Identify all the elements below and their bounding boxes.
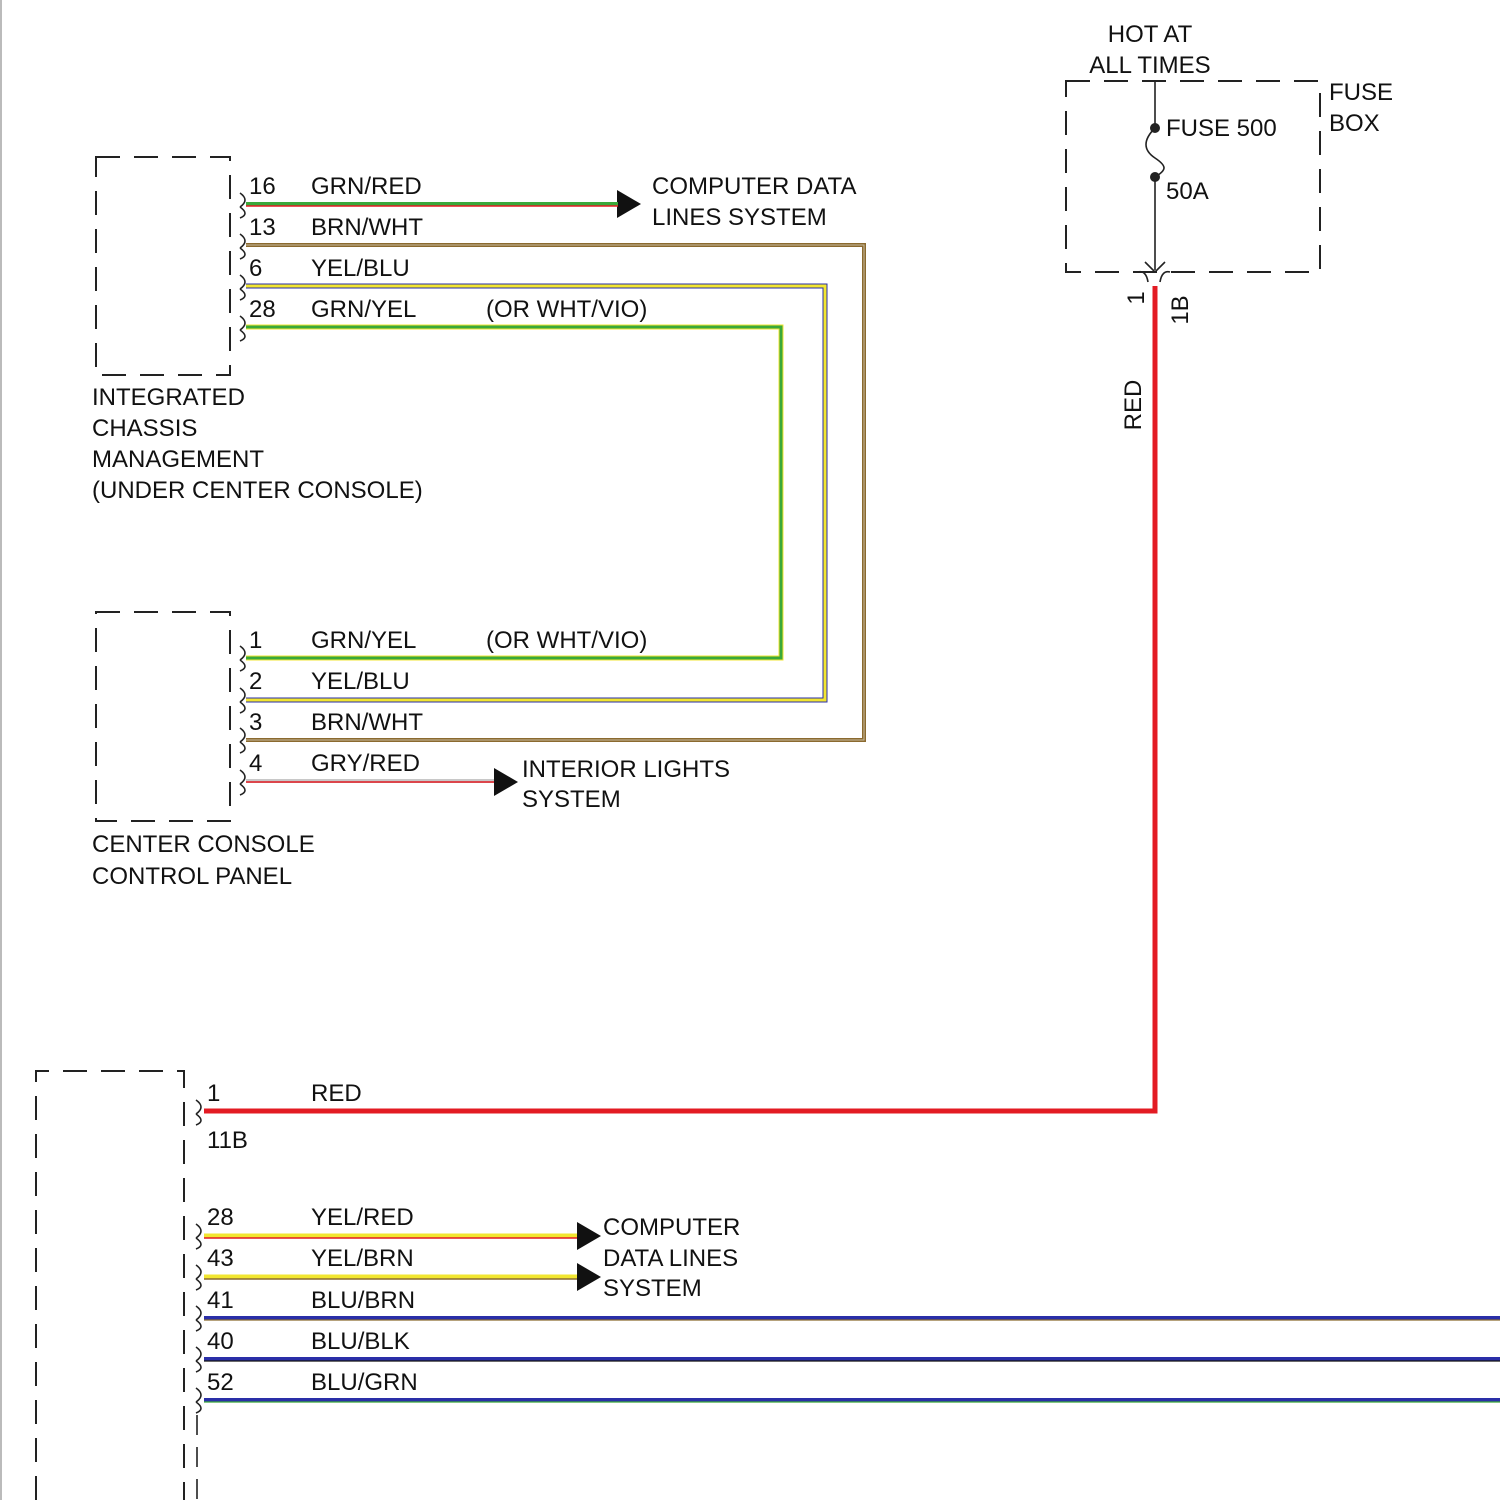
lower-pin-41-connector — [196, 1306, 201, 1331]
icm-pin-16-number: 16 — [249, 173, 276, 200]
icm-dest-label-line1: COMPUTER DATA — [652, 173, 856, 200]
connector-1b-symbol — [1138, 272, 1170, 282]
lower-pin-43-connector — [196, 1265, 201, 1290]
fuse-symbol — [1146, 128, 1164, 177]
icm-label-line3: MANAGEMENT — [92, 446, 264, 473]
red-wire-label: RED — [1120, 380, 1147, 431]
icm-label-line1: INTEGRATED — [92, 384, 245, 411]
fuse-box-label-line1: FUSE — [1329, 79, 1393, 106]
icm-pin-28-color: GRN/YEL — [311, 296, 416, 323]
console-dest-label-line2: SYSTEM — [522, 786, 621, 813]
icm-wires — [246, 204, 864, 740]
hot-at-label-line1: HOT AT — [1108, 21, 1193, 48]
console-pin-1-connector — [240, 646, 245, 671]
console-outline — [96, 612, 230, 821]
lower-pin-28-number: 28 — [207, 1204, 234, 1231]
console-pin-2-connector — [240, 688, 245, 713]
console-pin-1-color: GRN/YEL — [311, 627, 416, 654]
lower-dest-label-line2: DATA LINES — [603, 1245, 738, 1272]
lower-pin-40-color: BLU/BLK — [311, 1328, 410, 1355]
icm-pin-28-note: (OR WHT/VIO) — [486, 296, 647, 323]
icm-label-line4: (UNDER CENTER CONSOLE) — [92, 477, 423, 504]
console-pin-4-color: GRY/RED — [311, 750, 420, 777]
lower-dest-arrow-1 — [577, 1222, 601, 1250]
lower-pin-28-connector — [196, 1224, 201, 1249]
lower-pin-40-number: 40 — [207, 1328, 234, 1355]
lower-pin-28-color: YEL/RED — [311, 1204, 414, 1231]
console-pin-4-number: 4 — [249, 750, 262, 777]
console-dest-arrow — [494, 768, 518, 796]
icm-pin-16-connector — [240, 193, 245, 218]
icm-module: INTEGRATED CHASSIS MANAGEMENT (UNDER CEN… — [92, 157, 856, 504]
icm-pin-6-color: YEL/BLU — [311, 255, 410, 282]
fuse-box-outline — [1066, 81, 1320, 272]
console-pin-1-note: (OR WHT/VIO) — [486, 627, 647, 654]
icm-outline — [96, 157, 230, 375]
icm-dest-arrow — [617, 190, 641, 218]
icm-pin-28-number: 28 — [249, 296, 276, 323]
console-dest-label-line1: INTERIOR LIGHTS — [522, 756, 730, 783]
console-pin-1-number: 1 — [249, 627, 262, 654]
icm-pin-13-connector — [240, 234, 245, 259]
lower-connector-id: 11B — [207, 1127, 248, 1154]
icm-pin-13-color: BRN/WHT — [311, 214, 423, 241]
lower-dest-arrow-2 — [577, 1263, 601, 1291]
console-label-line1: CENTER CONSOLE — [92, 831, 315, 858]
console-pin-3-color: BRN/WHT — [311, 709, 423, 736]
hot-at-label-line2: ALL TIMES — [1089, 52, 1210, 79]
lower-pin-43-number: 43 — [207, 1245, 234, 1272]
lower-module-outline — [36, 1071, 184, 1500]
console-pin-2-number: 2 — [249, 668, 262, 695]
fuse-rating: 50A — [1166, 178, 1209, 205]
icm-pin-6-connector — [240, 275, 245, 300]
fuse-box-label-line2: BOX — [1329, 110, 1380, 137]
console-pin-3-connector — [240, 728, 245, 753]
lower-dest-label-line3: SYSTEM — [603, 1275, 702, 1302]
fuse-box: HOT AT ALL TIMES FUSE BOX FUSE 500 50A 1… — [1066, 21, 1393, 430]
console-module: CENTER CONSOLE CONTROL PANEL 1 GRN/YEL (… — [92, 612, 730, 890]
icm-pin-16-color: GRN/RED — [311, 173, 422, 200]
fuse-connector-id: 1B — [1167, 295, 1194, 324]
lower-module: 1 RED 11B 28 YEL/RED 43 YEL/BRN 41 BLU/B… — [36, 1071, 1500, 1500]
lower-pin-41-number: 41 — [207, 1287, 234, 1314]
fuse-pin-number: 1 — [1123, 291, 1150, 304]
console-label-line2: CONTROL PANEL — [92, 863, 292, 890]
icm-label-line2: CHASSIS — [92, 415, 197, 442]
lower-pin-52-connector — [196, 1388, 201, 1413]
lower-pin-52-number: 52 — [207, 1369, 234, 1396]
lower-pin-1-connector — [196, 1100, 201, 1125]
lower-pin-1-color: RED — [311, 1080, 362, 1107]
icm-pin-28-connector — [240, 316, 245, 341]
console-pin-2-color: YEL/BLU — [311, 668, 410, 695]
lower-dest-label-line1: COMPUTER — [603, 1214, 740, 1241]
icm-dest-label-line2: LINES SYSTEM — [652, 204, 827, 231]
lower-pin-52-color: BLU/GRN — [311, 1369, 418, 1396]
console-pin-3-number: 3 — [249, 709, 262, 736]
lower-pin-41-color: BLU/BRN — [311, 1287, 415, 1314]
fuse-name: FUSE 500 — [1166, 115, 1277, 142]
icm-pin-13-number: 13 — [249, 214, 276, 241]
console-pin-4-connector — [240, 770, 245, 795]
lower-pin-40-connector — [196, 1347, 201, 1372]
icm-pin-6-number: 6 — [249, 255, 262, 282]
lower-pin-1-number: 1 — [207, 1080, 220, 1107]
lower-pin-43-color: YEL/BRN — [311, 1245, 414, 1272]
